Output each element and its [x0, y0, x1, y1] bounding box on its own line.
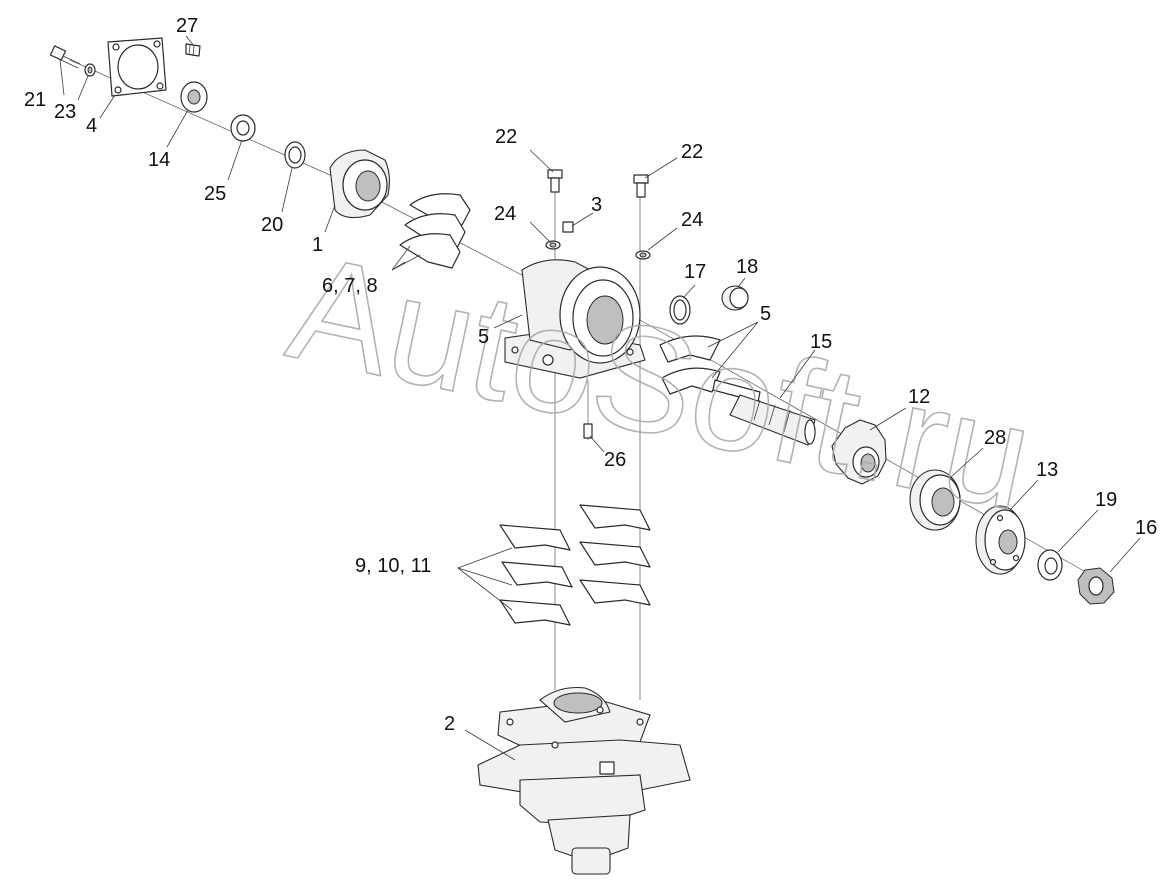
part-18-cap [721, 285, 749, 311]
callout-13: 13 [1036, 459, 1058, 481]
callout-labels: 27 21 23 4 14 25 20 1 6, 7, 8 22 22 24 2… [24, 15, 1157, 735]
callout-19: 19 [1095, 489, 1117, 511]
part-3-plug [562, 221, 574, 233]
part-4-cover-plate [107, 37, 167, 97]
callout-5-housing: 5 [478, 326, 489, 348]
callout-9-10-11: 9, 10, 11 [355, 555, 431, 577]
part-22-bolt-left [547, 169, 563, 193]
part-26-pin [583, 423, 593, 439]
callout-16: 16 [1135, 517, 1157, 539]
callout-24-right: 24 [681, 209, 703, 231]
callout-12: 12 [908, 386, 930, 408]
callout-1: 1 [312, 234, 323, 256]
part-24-washer-right [635, 250, 651, 260]
part-14-nut [180, 81, 208, 113]
callout-21: 21 [24, 89, 46, 111]
part-23-washer [84, 63, 96, 77]
part-21-bolt [49, 45, 81, 69]
callout-20: 20 [261, 214, 283, 236]
part-5-housing [504, 259, 646, 379]
part-15-shaft [712, 379, 816, 446]
part-25-lock-washer [230, 114, 256, 142]
part-16-nut [1077, 567, 1115, 605]
part-19-washer [1037, 549, 1063, 581]
callout-4: 4 [86, 115, 97, 137]
callout-23: 23 [54, 101, 76, 123]
part-2-lower-housing [477, 686, 691, 875]
callout-14: 14 [148, 149, 170, 171]
part-13-flange [975, 505, 1026, 575]
callout-27: 27 [176, 15, 198, 37]
part-20-ring [284, 141, 306, 169]
callout-18: 18 [736, 256, 758, 278]
part-22-bolt-right [633, 174, 649, 198]
part-1-bearing-housing [329, 149, 391, 219]
callout-24-left: 24 [494, 203, 516, 225]
part-24-washer-left [545, 240, 561, 250]
part-9-10-11-shims [499, 504, 651, 626]
part-6-7-8-shims [399, 193, 471, 269]
callout-22-left: 22 [495, 126, 517, 148]
part-27-plug [185, 43, 201, 57]
callout-15: 15 [810, 331, 832, 353]
callout-25: 25 [204, 183, 226, 205]
part-12-gear [831, 419, 887, 485]
callout-22-right: 22 [681, 141, 703, 163]
leader-lines [59, 35, 1141, 761]
part-17-o-ring [669, 295, 691, 325]
callout-17: 17 [684, 261, 706, 283]
callout-2: 2 [444, 713, 455, 735]
callout-5-shims: 5 [760, 303, 771, 325]
callout-6-7-8: 6, 7, 8 [322, 275, 378, 297]
part-28-bearing [909, 469, 961, 531]
callout-28: 28 [984, 427, 1006, 449]
callout-26: 26 [604, 449, 626, 471]
callout-3: 3 [591, 194, 602, 216]
part-5-shims [659, 335, 721, 395]
watermark: AutoSoft.ru [276, 222, 1045, 542]
